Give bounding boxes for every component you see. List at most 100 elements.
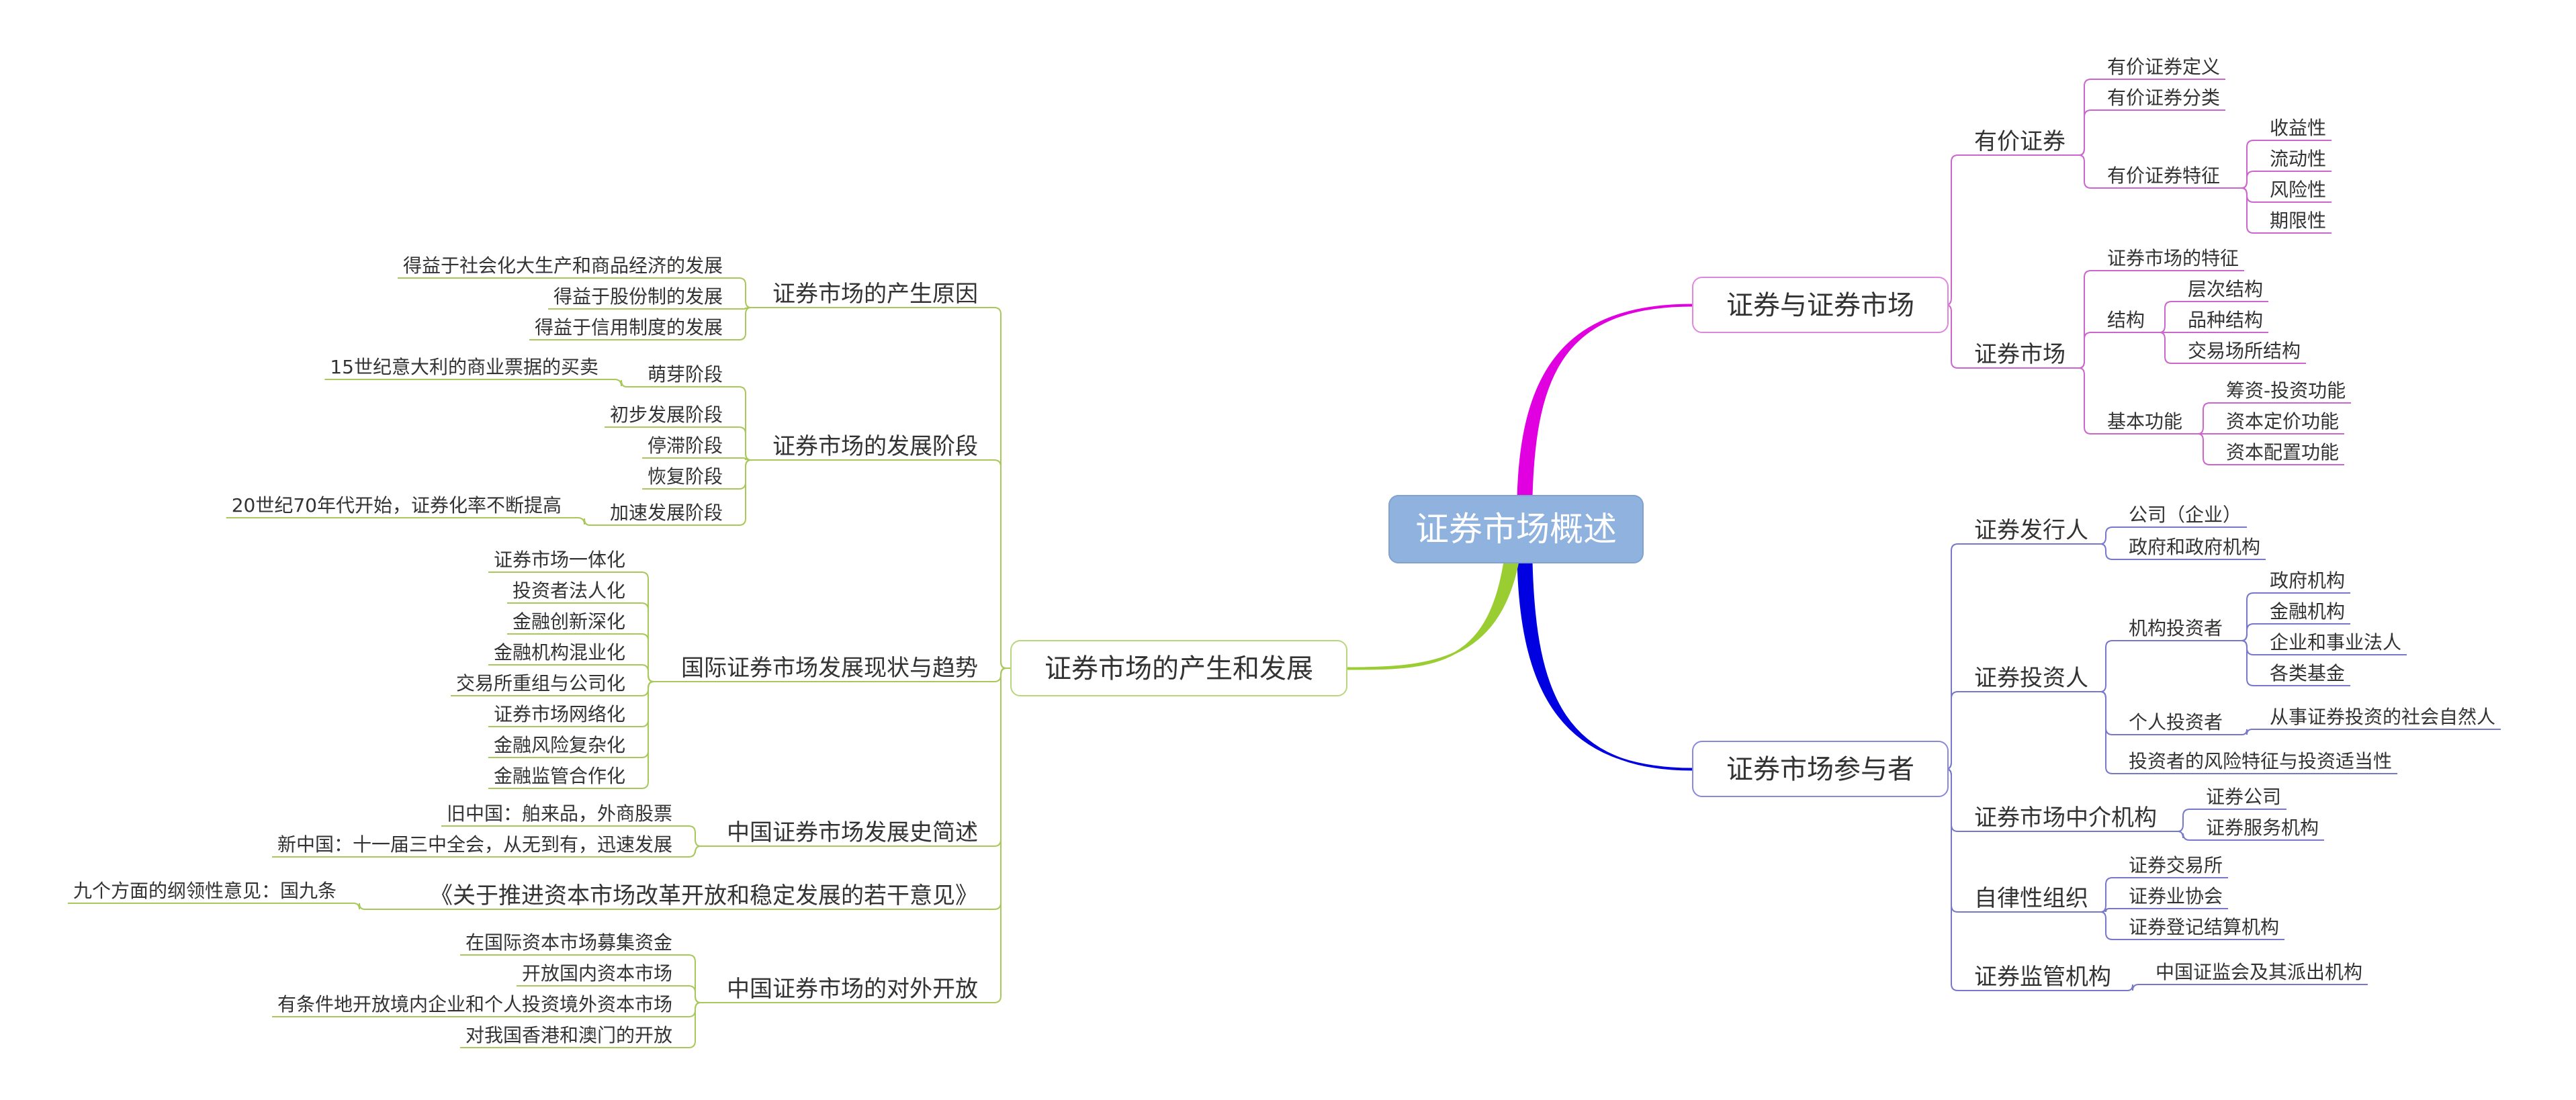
connector-link bbox=[601, 379, 627, 387]
connector-link bbox=[2100, 911, 2126, 940]
topic-label: 国际证券市场发展现状与趋势 bbox=[681, 655, 978, 682]
subtopic-label: 投资者的风险特征与投资适当性 bbox=[2129, 750, 2392, 772]
subtopic-label: 企业和事业法人 bbox=[2270, 631, 2401, 653]
connector-link bbox=[1945, 768, 1971, 991]
topic-label: 有价证券 bbox=[1974, 128, 2066, 155]
subtopic-label: 证券市场网络化 bbox=[494, 703, 625, 725]
connector-link bbox=[2078, 154, 2104, 189]
connector-link bbox=[628, 681, 654, 727]
connector-link bbox=[2127, 984, 2153, 991]
subtopic-label: 证券业协会 bbox=[2129, 885, 2223, 907]
connector-link bbox=[1945, 154, 1971, 306]
connector-link bbox=[339, 903, 365, 910]
topic-label: 证券市场的发展阶段 bbox=[772, 433, 978, 460]
topic-label: 自律性组织 bbox=[1974, 885, 2088, 912]
connector-link bbox=[2159, 332, 2185, 364]
subtopic-label: 有价证券特征 bbox=[2107, 165, 2220, 187]
connector-link bbox=[1945, 304, 1971, 369]
main-topic-node[interactable]: 证券市场的产生和发展 bbox=[1010, 640, 1347, 696]
connector-link bbox=[2078, 79, 2104, 156]
connector-link bbox=[2241, 729, 2267, 735]
connector-link bbox=[725, 307, 752, 340]
connector-link bbox=[2078, 332, 2104, 369]
subtopic-label: 结构 bbox=[2107, 309, 2145, 331]
subtopic-label: 金融风险复杂化 bbox=[494, 734, 625, 756]
topic-label: 证券监管机构 bbox=[1974, 964, 2111, 991]
subtopic-label: 流动性 bbox=[2270, 148, 2326, 170]
subtopic-label: 证券服务机构 bbox=[2206, 817, 2319, 839]
connector-link bbox=[2197, 433, 2223, 465]
topic-label: 证券投资人 bbox=[1974, 665, 2088, 692]
connector-link bbox=[628, 633, 654, 682]
subtopic-label: 有价证券定义 bbox=[2107, 56, 2220, 78]
connector-link bbox=[2100, 908, 2126, 913]
connector-link bbox=[2241, 623, 2267, 641]
root-node[interactable]: 证券市场概述 bbox=[1388, 495, 1644, 563]
subtopic-label: 萌芽阶段 bbox=[648, 363, 723, 385]
connector-link bbox=[2241, 187, 2267, 234]
subtopic-label: 20世纪70年代开始，证券化率不断提高 bbox=[232, 494, 562, 516]
connector-link bbox=[628, 681, 654, 758]
main-topic-box bbox=[1010, 640, 1347, 696]
subtopic-label: 证券市场一体化 bbox=[494, 549, 625, 571]
connector-link bbox=[2197, 402, 2223, 434]
root-node-label: 证券市场概述 bbox=[1415, 510, 1617, 549]
subtopic-label: 有价证券分类 bbox=[2107, 87, 2220, 109]
subtopic-label: 停滞阶段 bbox=[648, 434, 723, 457]
subtopic-label: 15世纪意大利的商业票据的买卖 bbox=[330, 356, 598, 378]
topic-label: 证券市场 bbox=[1974, 341, 2066, 368]
subtopic-label: 新中国：十一届三中全会，从无到有，迅速发展 bbox=[277, 833, 672, 856]
subtopic-label: 从事证券投资的社会自然人 bbox=[2270, 706, 2495, 728]
main-topic-node[interactable]: 证券市场参与者 bbox=[1692, 741, 1949, 797]
connector-link bbox=[2100, 640, 2126, 692]
subtopic-label: 证券公司 bbox=[2206, 786, 2281, 808]
connector-link bbox=[725, 457, 752, 461]
connector-link bbox=[2177, 809, 2203, 832]
connector-link bbox=[564, 517, 590, 526]
topic-label: 证券市场的产生原因 bbox=[772, 281, 978, 308]
subtopic-label: 交易场所结构 bbox=[2188, 340, 2301, 362]
subtopic-label: 政府机构 bbox=[2270, 569, 2345, 592]
connector-link bbox=[2241, 171, 2267, 189]
main-topic-box bbox=[1692, 741, 1949, 797]
subtopic-label: 证券市场的特征 bbox=[2107, 247, 2239, 269]
connector-link bbox=[725, 426, 752, 461]
connector-link bbox=[628, 681, 654, 789]
node-layer: 证券与证券市场有价证券证券市场有价证券定义有价证券分类有价证券特征收益性流动性风… bbox=[67, 56, 2501, 1048]
subtopic-label: 公司（企业） bbox=[2129, 504, 2241, 526]
subtopic-label: 品种结构 bbox=[2188, 309, 2263, 331]
subtopic-label: 基本功能 bbox=[2107, 410, 2182, 432]
connector-link bbox=[981, 668, 1007, 1003]
connector-link bbox=[725, 386, 752, 461]
subtopic-label: 开放国内资本市场 bbox=[522, 962, 672, 984]
subtopic-label: 收益性 bbox=[2270, 117, 2326, 139]
subtopic-label: 有条件地开放境内企业和个人投资境外资本市场 bbox=[277, 993, 672, 1015]
connector-link bbox=[2159, 301, 2185, 333]
subtopic-label: 金融机构混业化 bbox=[494, 641, 625, 663]
subtopic-label: 证券登记结算机构 bbox=[2129, 916, 2279, 938]
main-topic-label: 证券与证券市场 bbox=[1726, 290, 1914, 321]
main-branch-connector bbox=[1345, 560, 1519, 670]
subtopic-label: 在国际资本市场募集资金 bbox=[465, 931, 672, 954]
subtopic-label: 对我国香港和澳门的开放 bbox=[465, 1024, 672, 1046]
connector-link bbox=[1945, 768, 1971, 913]
subtopic-label: 机构投资者 bbox=[2129, 617, 2223, 639]
subtopic-label: 初步发展阶段 bbox=[610, 404, 723, 426]
subtopic-label: 资本定价功能 bbox=[2226, 410, 2339, 432]
connector-link bbox=[725, 459, 752, 526]
connector-link bbox=[981, 668, 1007, 847]
connector-link bbox=[2241, 140, 2267, 189]
connector-link bbox=[675, 985, 701, 1003]
subtopic-label: 交易所重组与公司化 bbox=[456, 672, 625, 694]
subtopic-label: 政府和政府机构 bbox=[2129, 536, 2260, 558]
main-topic-node[interactable]: 证券与证券市场 bbox=[1692, 277, 1949, 333]
connector-link bbox=[2100, 691, 2126, 774]
subtopic-label: 层次结构 bbox=[2188, 278, 2263, 300]
main-topic-label: 证券市场参与者 bbox=[1726, 754, 1914, 785]
connector-link bbox=[628, 664, 654, 682]
subtopic-label: 得益于信用制度的发展 bbox=[535, 316, 723, 338]
connector-link bbox=[675, 845, 701, 858]
topic-label: 《关于推进资本市场改革开放和稳定发展的若干意见》 bbox=[430, 882, 978, 909]
